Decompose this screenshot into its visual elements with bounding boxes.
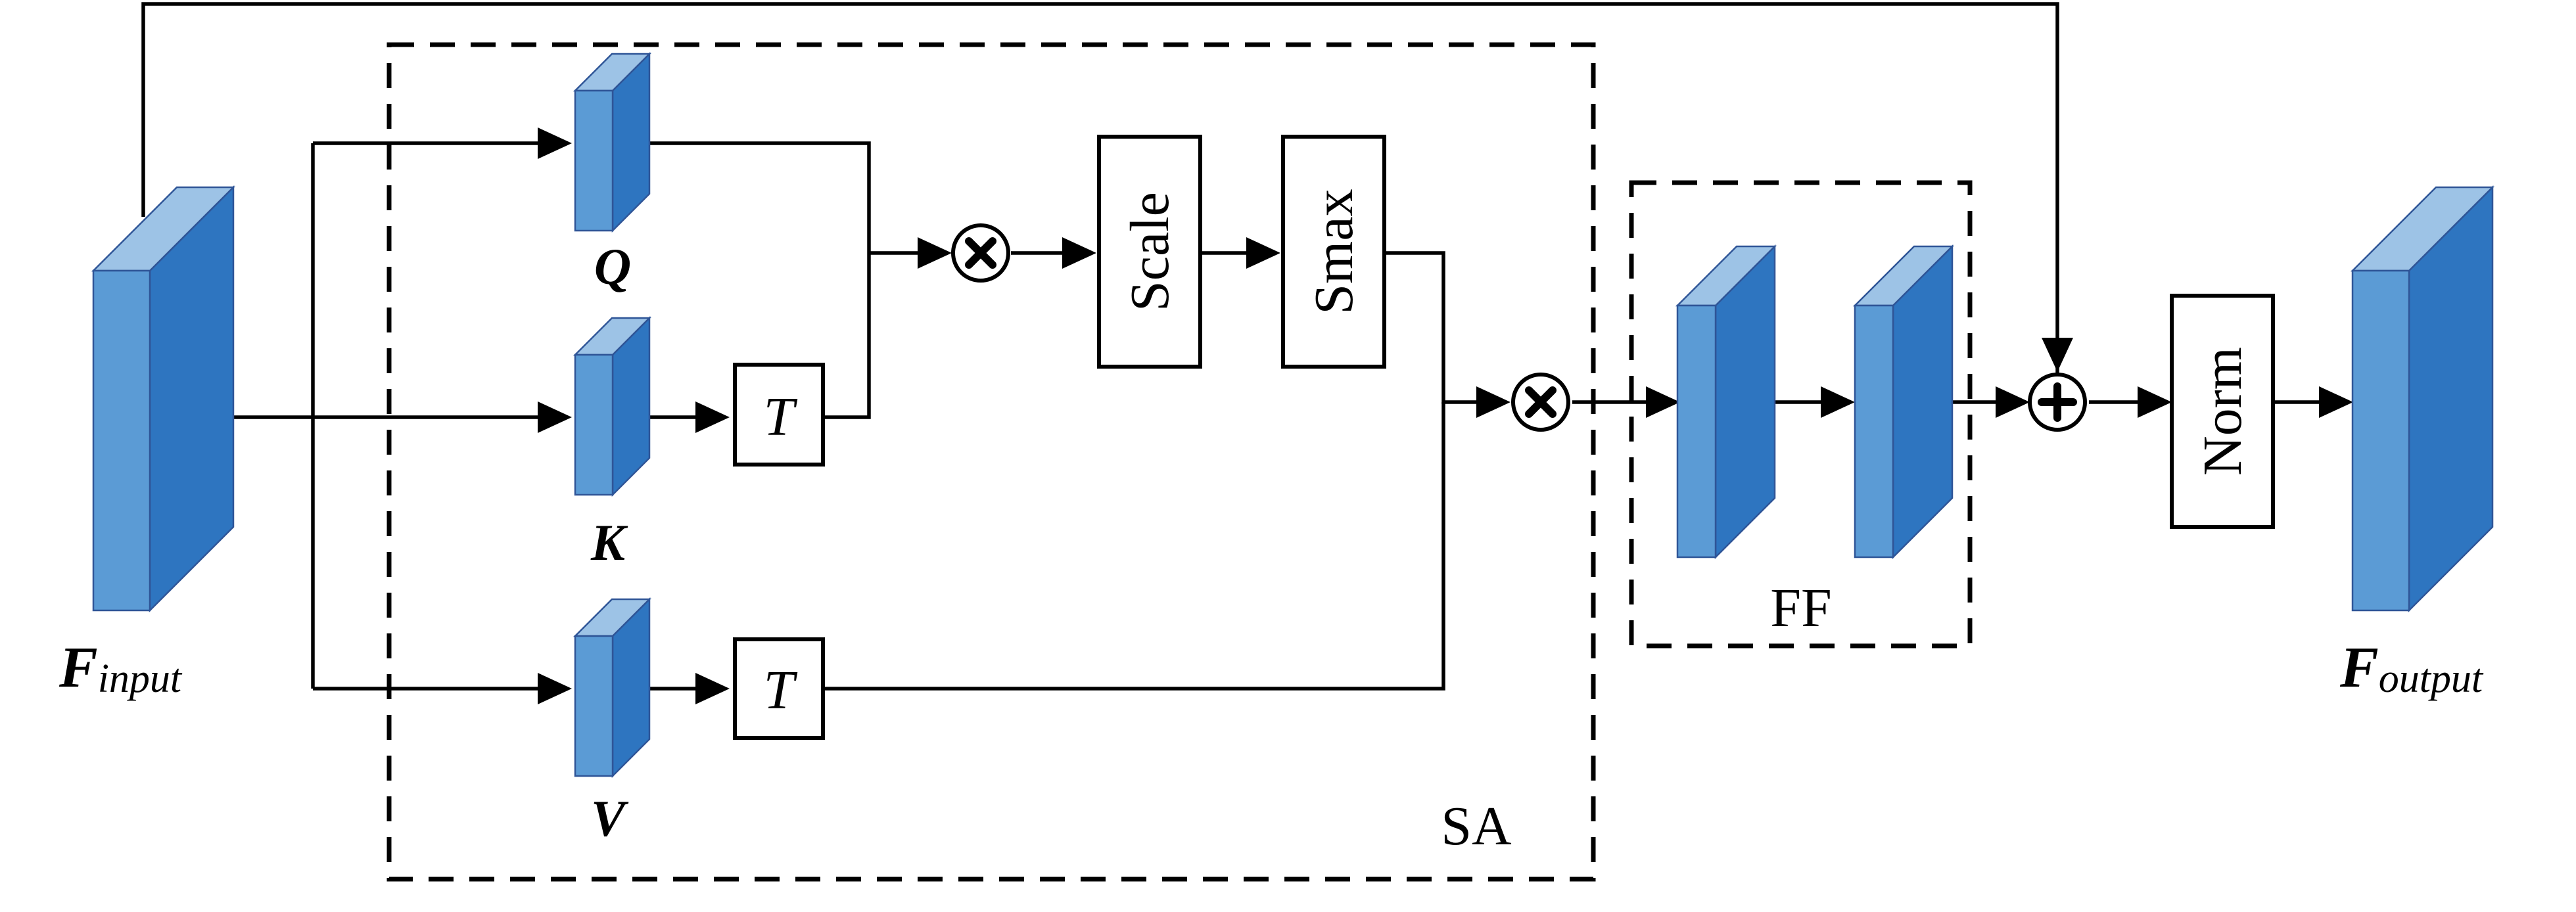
v-feature-map <box>573 597 652 779</box>
arrowhead-to-ff1 <box>1646 386 1680 418</box>
output-label: Foutput <box>2339 636 2484 701</box>
sa-group-box <box>386 42 1596 882</box>
smax-to-mult2-line <box>1384 251 1505 404</box>
arrowhead-to-smax <box>1246 237 1280 269</box>
arrowhead-to-output <box>2319 386 2353 418</box>
q-label: Q <box>594 238 631 295</box>
arrowheads <box>538 127 2353 704</box>
output-feature-map <box>2350 185 2495 613</box>
input-feature-map <box>91 185 236 613</box>
multiply-icon <box>1511 373 1570 432</box>
arrowhead-to-norm <box>2138 386 2172 418</box>
smax-label: Smax <box>1303 189 1365 314</box>
multiply-icon <box>951 223 1010 283</box>
q-feature-map <box>573 51 652 233</box>
arrowhead-to-v <box>538 673 572 704</box>
skip-connection-line <box>141 2 2059 381</box>
add-icon <box>2028 373 2087 432</box>
transpose-k-label: T <box>764 386 798 447</box>
scale-label: Scale <box>1119 192 1181 311</box>
ff2-feature-map <box>1852 244 1955 560</box>
arrowhead-to-scale <box>1062 237 1096 269</box>
tk-to-merge-line <box>649 141 871 419</box>
smax-box <box>1281 135 1386 369</box>
arrowhead-to-add <box>1996 386 2030 418</box>
arrowhead-to-mult2 <box>1476 386 1510 418</box>
transpose-v-box <box>733 637 825 740</box>
transpose-v-label: T <box>764 660 798 721</box>
transpose-k-box <box>733 363 825 467</box>
k-feature-map <box>573 315 652 497</box>
arrowhead-to-q <box>538 127 572 159</box>
norm-box <box>2170 294 2275 529</box>
k-label: K <box>590 514 628 571</box>
arrowhead-skip-to-add <box>2042 338 2073 372</box>
ff-label: FF <box>1770 578 1831 639</box>
ff-group-box <box>1629 180 1973 649</box>
arrowhead-to-ff2 <box>1821 386 1855 418</box>
ff1-feature-map <box>1675 244 1777 560</box>
v-label: V <box>591 790 629 847</box>
arrowhead-to-mult1 <box>918 237 952 269</box>
input-label: Finput <box>59 636 183 701</box>
tv-to-mult2-line <box>823 402 1445 691</box>
scale-box <box>1097 135 1202 369</box>
norm-label: Norm <box>2192 347 2253 476</box>
sa-label: SA <box>1441 796 1512 857</box>
arrowhead-to-tv <box>695 673 730 704</box>
arrowhead-to-k <box>538 401 572 433</box>
arrowhead-to-tk <box>695 401 730 433</box>
